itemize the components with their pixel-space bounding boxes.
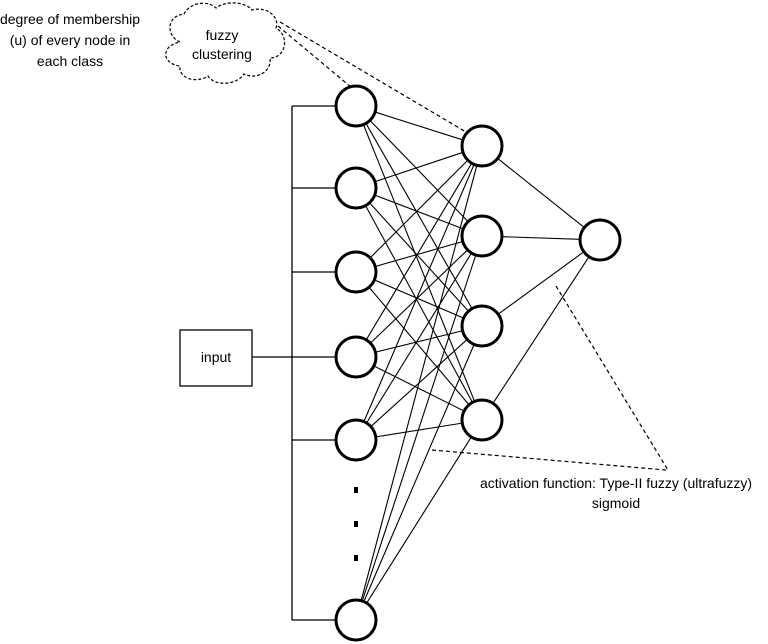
cloud-label-line-1: fuzzy: [206, 27, 239, 43]
input-box-label: input: [201, 349, 231, 365]
hidden-output-edge-1-1: [497, 158, 585, 228]
input-hidden-edge-6-1: [360, 165, 478, 601]
input-hidden-edge-5-4: [375, 422, 463, 438]
fuzzy-clustering-cloud: [165, 2, 286, 84]
ellipsis-dot-1: [354, 487, 358, 493]
input-hidden-edge-4-3: [375, 330, 463, 353]
cloud-callout-line-a: [277, 25, 353, 89]
input-layer-node-5: [334, 418, 378, 462]
hidden-output-edge-4-1: [492, 256, 590, 404]
ellipsis-dot-3: [354, 555, 358, 561]
hidden-layer-node-1: [460, 124, 504, 168]
input-hidden-edge-2-3: [369, 202, 469, 312]
activation-label-line-2: sigmoid: [592, 495, 640, 511]
activation-callout-line-b: [555, 285, 669, 471]
input-box: [179, 329, 253, 387]
input-hidden-edge-1-2: [369, 119, 469, 223]
input-layer-node-6: [334, 598, 378, 642]
hidden-layer-node-4: [460, 398, 504, 442]
cloud-callout-line-b: [279, 21, 467, 133]
hidden-layer-node-3: [460, 304, 504, 348]
input-hidden-edge-6-3: [363, 344, 475, 602]
membership-label-line-1: degree of membership: [0, 11, 140, 27]
input-hidden-edge-6-4: [366, 436, 472, 604]
ellipsis-dot-2: [354, 521, 358, 527]
input-layer-node-3: [334, 250, 378, 294]
hidden-layer-node-2: [460, 214, 504, 258]
input-hidden-edge-2-1: [374, 151, 464, 183]
input-hidden-edge-3-3: [374, 279, 464, 319]
membership-label-line-3: each class: [37, 53, 103, 69]
hidden-output-edge-3-1: [497, 251, 585, 315]
input-hidden-edge-2-4: [365, 205, 473, 403]
input-hidden-edge-1-4: [362, 124, 476, 402]
input-hidden-edge-5-2: [366, 252, 472, 424]
input-hidden-edge-5-1: [363, 164, 475, 422]
activation-label-line-1: activation function: Type-II fuzzy (ultr…: [480, 475, 752, 491]
input-hidden-edge-1-3: [365, 123, 473, 309]
input-hidden-edge-4-1: [365, 162, 473, 341]
input-layer-node-2: [334, 166, 378, 210]
input-layer-node-1: [334, 84, 378, 128]
input-hidden-edge-4-2: [370, 249, 468, 344]
input-hidden-edge-1-1: [374, 111, 464, 141]
input-hidden-edge-3-2: [375, 240, 463, 268]
output-layer-node-1: [578, 218, 622, 262]
input-layer-node-4: [334, 335, 378, 379]
activation-callout-line-a: [431, 449, 667, 471]
input-hidden-edge-3-1: [369, 159, 469, 259]
input-hidden-edge-6-2: [361, 254, 477, 602]
membership-label-line-2: (u) of every node in: [10, 32, 131, 48]
hidden-output-edge-2-1: [501, 236, 581, 240]
cloud-label-line-2: clustering: [192, 46, 252, 62]
